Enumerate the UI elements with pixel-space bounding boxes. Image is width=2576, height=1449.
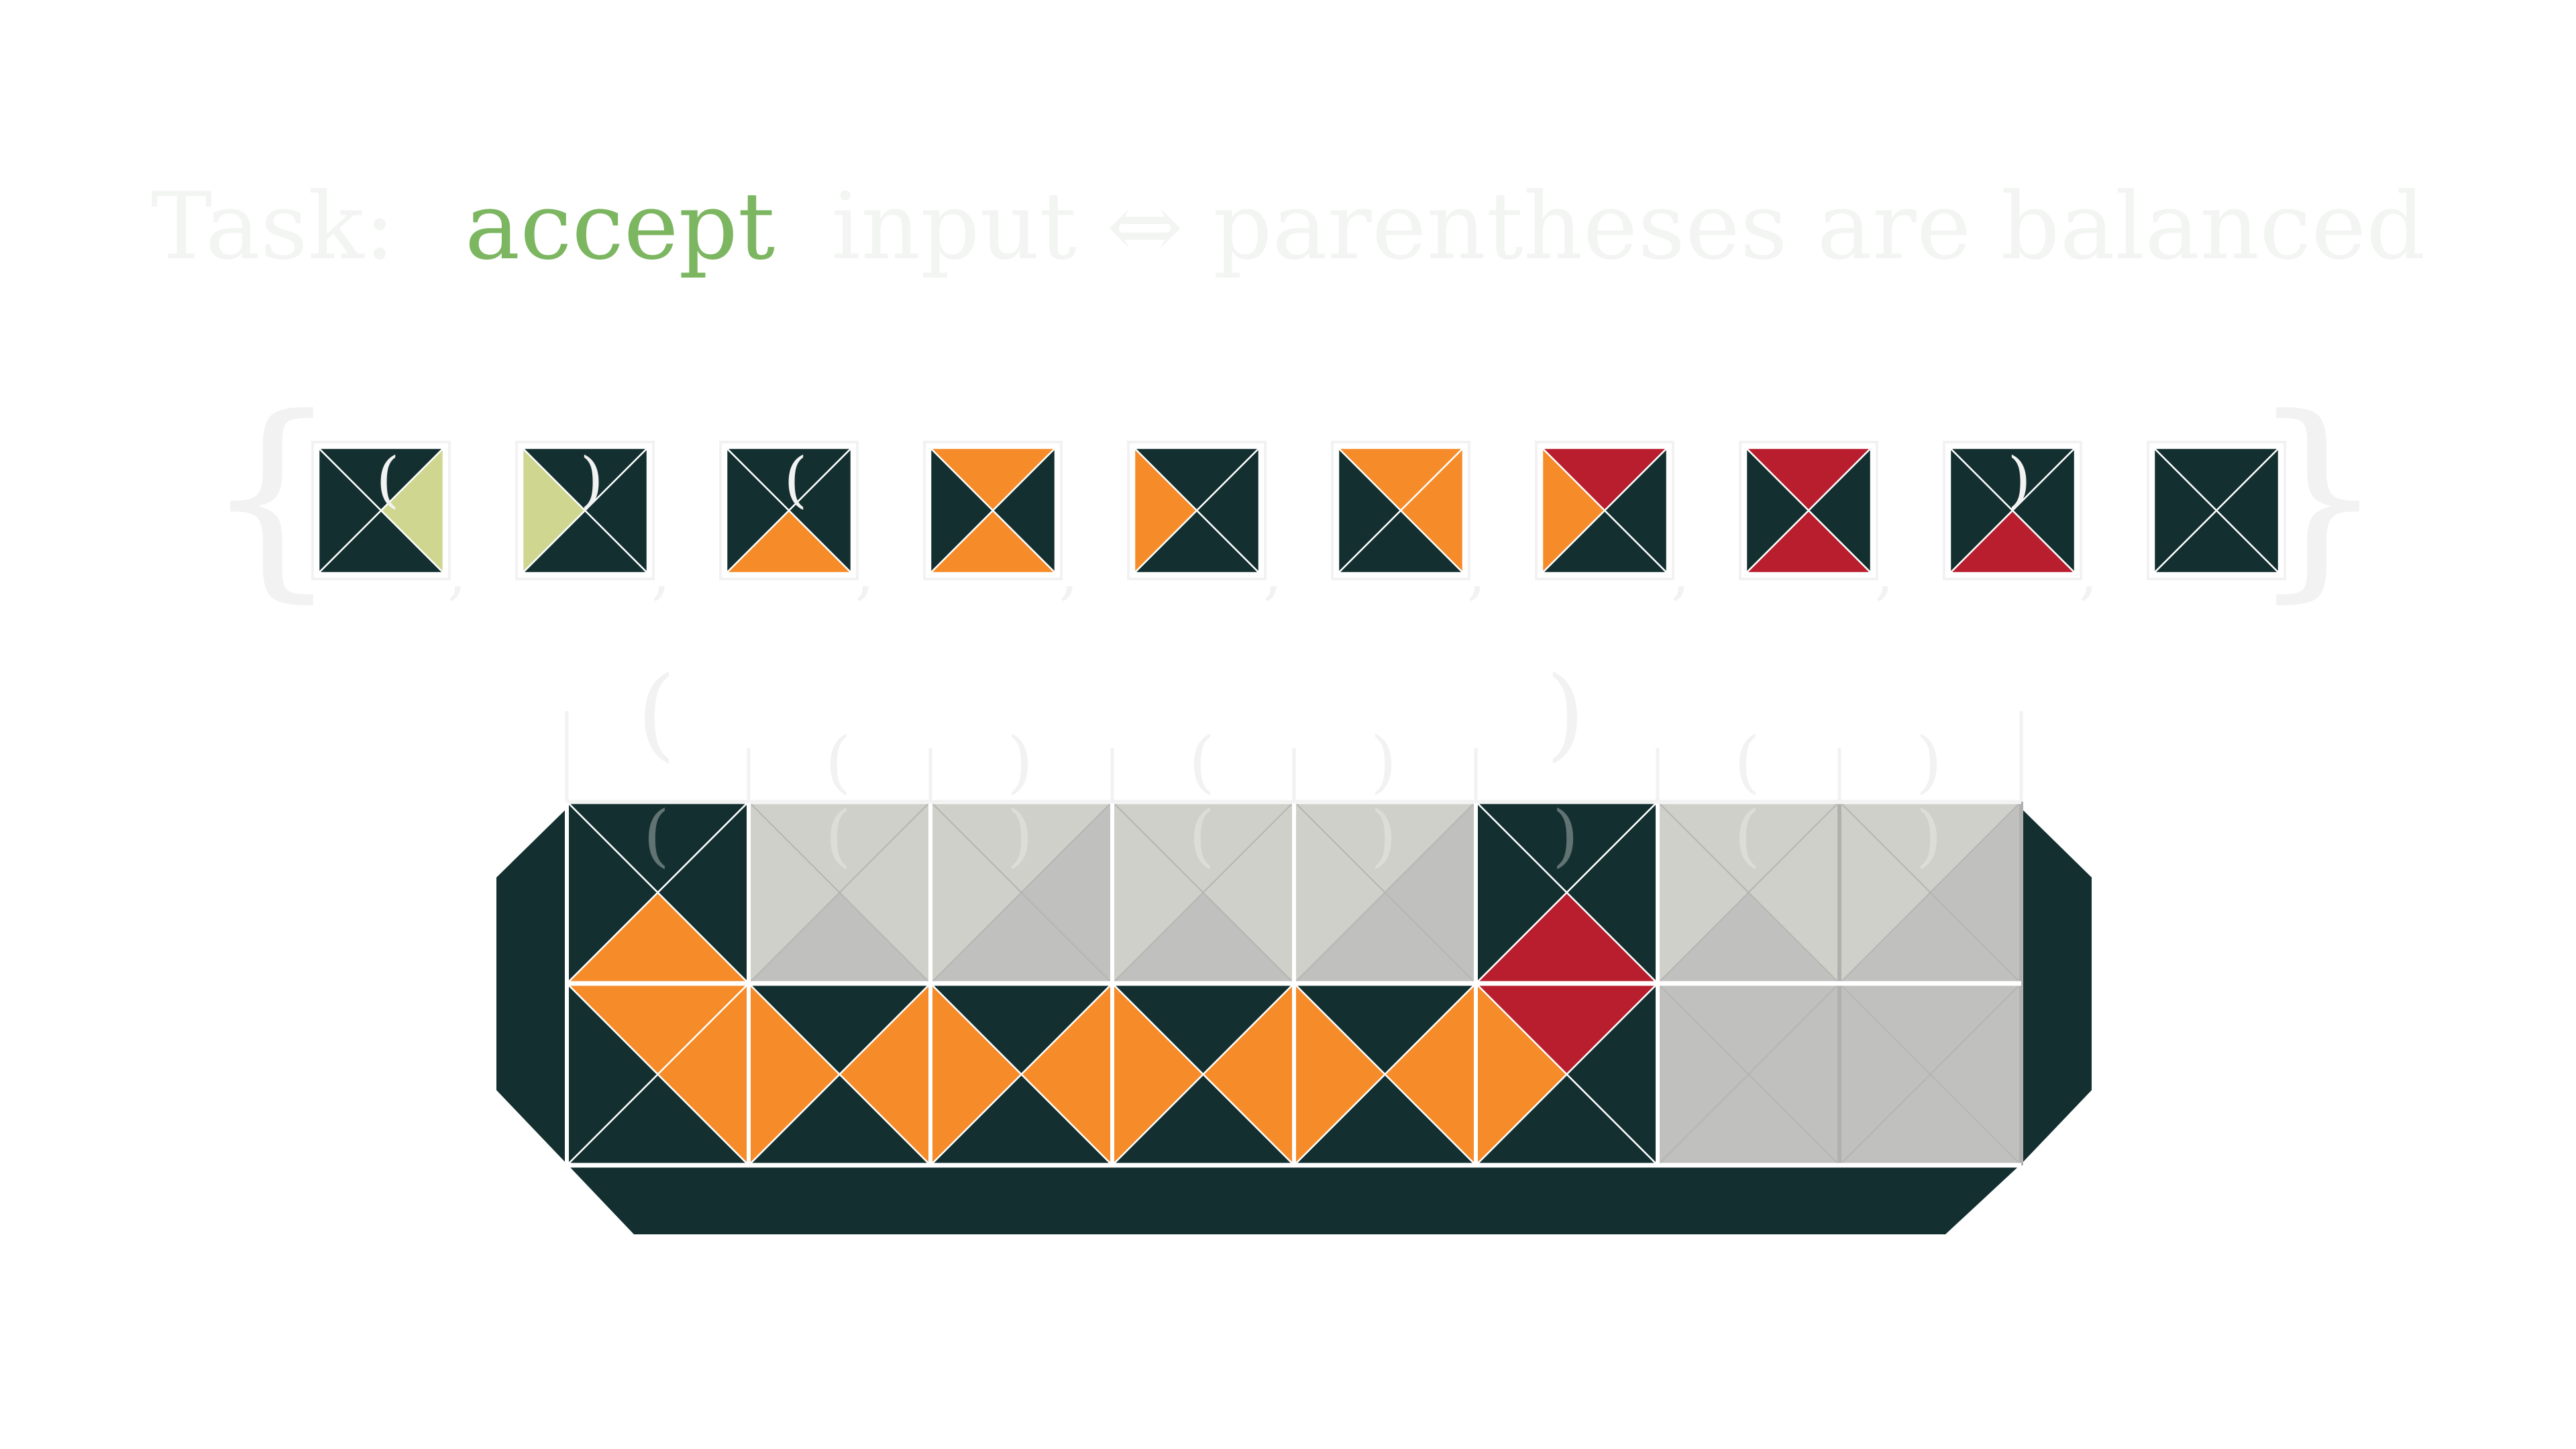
tile-set-tile-4 [929, 447, 1057, 574]
assembly-top-tile-7 [1657, 801, 1840, 984]
assembly-bottom-tile-2 [747, 982, 932, 1167]
assembly: (((())(())))(()) [496, 655, 2092, 1234]
tile-set-tiles: (,), (,,,,,,), [311, 441, 2286, 608]
input-symbol-1: ( [637, 655, 676, 772]
input-symbol-3: ) [1007, 722, 1033, 801]
tile-set-tile-label: ) [2007, 445, 2031, 515]
tile-set-tile-8-west-glue [1745, 447, 1810, 574]
tile-set-separator: , [1875, 537, 1894, 608]
assembly-bottom-tile-1 [566, 982, 750, 1167]
tile-set-separator: , [1671, 537, 1690, 608]
tile-set-tile-7 [1541, 447, 1668, 574]
assembly-top-tile-8 [1839, 801, 2022, 984]
tile-set-tile-label: ( [784, 445, 807, 515]
assembly-top-tile-4 [1112, 801, 1295, 984]
input-symbol-5: ) [1371, 722, 1397, 801]
input-symbol-7: ( [1734, 722, 1760, 801]
input-symbol-echo: ) [1007, 796, 1033, 875]
tile-set-separator: , [1263, 537, 1283, 608]
tile-set-tile-4-west-glue [929, 447, 994, 574]
assembly-bottom-tile-5 [1293, 982, 1477, 1167]
assembly-tiles [566, 800, 2022, 1167]
tile-set-separator: , [1467, 537, 1487, 608]
assembly-bottom-tile-7 [1657, 983, 1840, 1166]
tile-set-tile-border [311, 441, 451, 580]
tile-set-tile-border [1331, 441, 1470, 580]
tile-set-tile-9 [1949, 447, 2076, 574]
task-title-rest: input ⇔ parentheses are balanced [831, 172, 2425, 280]
input-symbol-echo: ( [1734, 796, 1760, 875]
tile-set-tile-3 [725, 447, 853, 574]
tile-set-tile-2-west-glue [521, 447, 586, 574]
assembly-bottom-tile-3 [929, 982, 1114, 1167]
tile-set-tile-border [2147, 441, 2286, 580]
task-title-prefix: Task: [151, 172, 396, 280]
tile-set-tile-5-west-glue [1133, 447, 1198, 574]
tile-set-tile-2 [521, 447, 649, 574]
tile-set-tile-5 [1133, 447, 1260, 574]
input-symbol-echo: ) [1916, 796, 1942, 875]
tile-set-tile-8 [1745, 447, 1872, 574]
tile-set-tile-3-west-glue [725, 447, 790, 574]
input-labels: (((())(())))(()) [565, 655, 2023, 875]
input-symbol-echo: ) [1552, 796, 1578, 875]
assembly-bottom-tile-6 [1474, 982, 1659, 1167]
tile-set-tile-border [719, 441, 859, 580]
tile-set-tile-border [515, 441, 655, 580]
tile-set-tile-border [1943, 441, 2082, 580]
input-symbol-echo: ( [643, 796, 669, 875]
tile-set-tile-label: ) [580, 445, 603, 515]
assembly-top-tile-1 [566, 800, 750, 985]
tile-set-tile-border [1739, 441, 1878, 580]
tile-set-tile-10 [2153, 447, 2280, 574]
input-symbol-echo: ) [1371, 796, 1397, 875]
assembly-top-tile-5 [1293, 801, 1477, 984]
input-symbol-8: ) [1916, 722, 1942, 801]
assembly-top-tile-3 [930, 801, 1113, 984]
tile-set-tile-label: ( [376, 445, 399, 515]
tile-set-tile-7-west-glue [1541, 447, 1606, 574]
input-symbol-2: ( [825, 722, 851, 801]
tile-set-separator: , [651, 537, 671, 608]
tile-set-tile-6-west-glue [1337, 447, 1402, 574]
input-symbol-echo: ( [1189, 796, 1215, 875]
tile-set-separator: , [1059, 537, 1079, 608]
input-symbol-echo: ( [825, 796, 851, 875]
assembly-bottom-tile-8 [1839, 983, 2022, 1166]
tile-set-tile-1 [317, 447, 445, 574]
tile-set: { } (,),(,,,,,,), [203, 372, 2386, 621]
task-title-accept: accept [465, 172, 775, 280]
input-symbol-4: ( [1189, 722, 1215, 801]
tile-set-tile-border [1127, 441, 1267, 580]
tile-set-tile-6 [1337, 447, 1464, 574]
assembly-bottom-tile-4 [1111, 982, 1295, 1167]
assembly-top-tile-2 [748, 801, 931, 984]
input-symbol-6: ) [1546, 655, 1585, 772]
task-title: Task: accept input ⇔ parentheses are bal… [151, 172, 2426, 280]
tile-set-separator: , [2079, 537, 2098, 608]
tile-set-tile-1-west-glue [317, 447, 382, 574]
tile-set-tile-border [1535, 441, 1674, 580]
tile-set-tile-border [923, 441, 1063, 580]
assembly-top-tile-6 [1474, 800, 1659, 985]
tile-set-separator: , [447, 537, 467, 608]
tile-set-tile-10-west-glue [2153, 447, 2218, 574]
tile-set-separator: , [855, 537, 875, 608]
tile-set-tile-9-west-glue [1949, 447, 2014, 574]
